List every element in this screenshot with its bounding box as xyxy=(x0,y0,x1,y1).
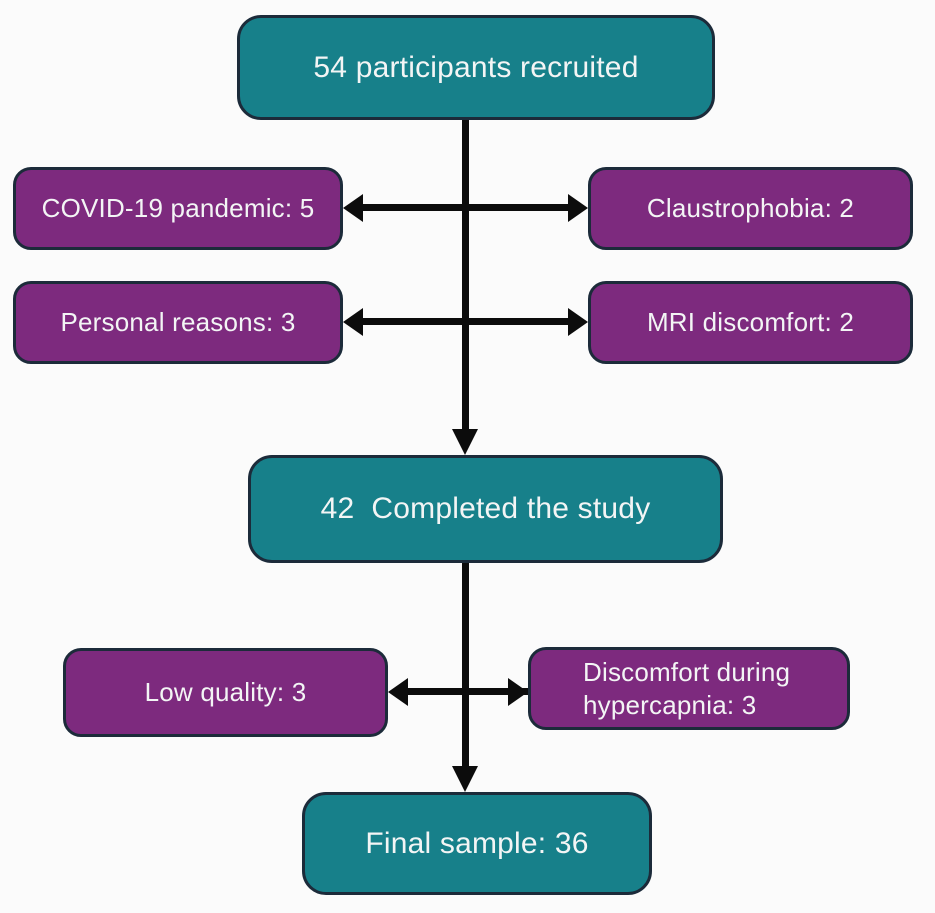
arrowhead-down-into-completed xyxy=(452,429,478,455)
node-covid-pandemic: COVID-19 pandemic: 5 xyxy=(13,167,343,250)
node-completed: 42 Completed the study xyxy=(248,455,723,563)
arrowhead-left-into-low-quality xyxy=(388,678,408,706)
node-mri-discomfort: MRI discomfort: 2 xyxy=(588,281,913,364)
node-low-quality: Low quality: 3 xyxy=(63,648,388,737)
arrowhead-down-into-final xyxy=(452,766,478,792)
node-personal-reasons: Personal reasons: 3 xyxy=(13,281,343,364)
arrowhead-right-into-discomfort xyxy=(508,678,528,706)
node-recruited: 54 participants recruited xyxy=(237,15,715,120)
arrow-shaft-completed-to-final xyxy=(462,563,469,767)
arrow-shaft-row1 xyxy=(360,204,575,211)
node-personal-reasons-label: Personal reasons: 3 xyxy=(60,307,296,338)
node-low-quality-label: Low quality: 3 xyxy=(144,677,307,708)
arrowhead-left-into-covid xyxy=(343,194,363,222)
arrowhead-right-into-mri xyxy=(568,308,588,336)
node-recruited-label: 54 participants recruited xyxy=(313,50,639,84)
arrowhead-left-into-personal xyxy=(343,308,363,336)
node-discomfort-hypercapnia-label: Discomfort during hypercapnia: 3 xyxy=(583,657,791,720)
node-claustrophobia: Claustrophobia: 2 xyxy=(588,167,913,250)
arrow-shaft-row3 xyxy=(404,688,531,695)
node-covid-pandemic-label: COVID-19 pandemic: 5 xyxy=(41,193,315,224)
arrow-shaft-row2 xyxy=(360,318,575,325)
node-discomfort-hypercapnia: Discomfort during hypercapnia: 3 xyxy=(528,647,850,730)
node-claustrophobia-label: Claustrophobia: 2 xyxy=(646,193,855,224)
node-completed-label: 42 Completed the study xyxy=(320,492,651,526)
node-final-sample: Final sample: 36 xyxy=(302,792,652,895)
node-final-sample-label: Final sample: 36 xyxy=(365,826,589,860)
arrowhead-right-into-claustrophobia xyxy=(568,194,588,222)
node-mri-discomfort-label: MRI discomfort: 2 xyxy=(646,307,855,338)
arrow-shaft-recruited-to-completed xyxy=(462,120,469,432)
